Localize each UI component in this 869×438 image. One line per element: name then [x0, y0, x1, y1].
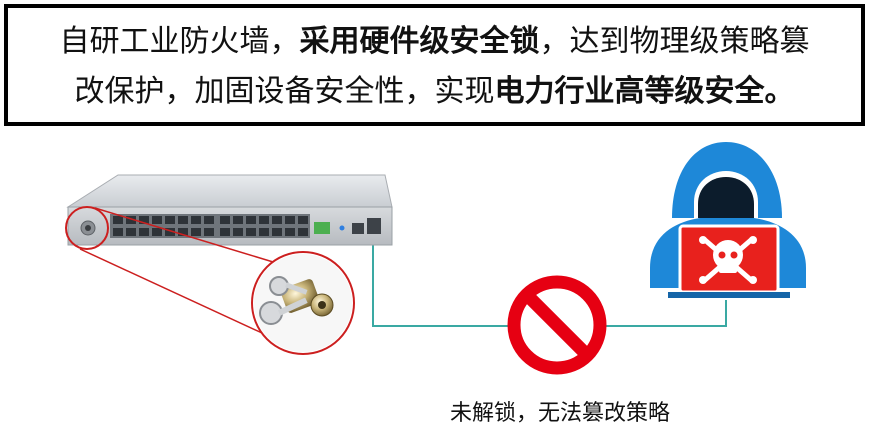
key-lock-photo	[254, 254, 352, 352]
bottom-label: 未解锁，无法篡改策略	[449, 401, 670, 426]
caption-line-1: 自研工业防火墙，采用硬件级安全锁，达到物理级策略篡	[8, 22, 861, 62]
caption-text: ，达到物理级策略篡	[539, 24, 810, 59]
firewall-device	[66, 174, 393, 246]
lock-keyhole	[80, 220, 96, 236]
caption-bold-text: 采用硬件级安全锁	[299, 24, 540, 59]
ethernet-ports	[110, 214, 310, 238]
status-led	[339, 225, 345, 231]
caption-bold-text: 电力行业高等级安全。	[494, 74, 795, 109]
caption-text: 改保护，加固设备安全性，实现	[74, 74, 495, 109]
terminal-block	[314, 222, 330, 234]
uplink-port	[367, 218, 381, 234]
prohibited-icon	[507, 275, 607, 375]
skull-crossbones-icon	[699, 236, 757, 284]
hacker-icon	[650, 142, 806, 298]
caption-text: 自研工业防火墙，	[59, 24, 300, 59]
caption-line-2: 改保护，加固设备安全性，实现电力行业高等级安全。	[8, 72, 861, 112]
caption-box: 自研工业防火墙，采用硬件级安全锁，达到物理级策略篡 改保护，加固设备安全性，实现…	[4, 4, 865, 126]
console-port	[352, 223, 364, 234]
